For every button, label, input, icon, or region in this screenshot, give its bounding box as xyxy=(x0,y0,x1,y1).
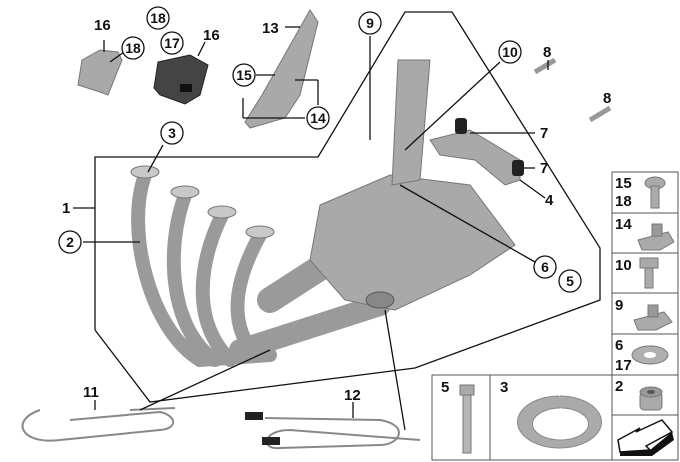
washer-icon xyxy=(631,345,669,365)
callout-7: 7 xyxy=(540,125,548,142)
callout-15: 15 xyxy=(236,67,252,83)
callout-8: 8 xyxy=(603,90,611,107)
callout-5: 5 xyxy=(566,273,574,289)
callout-6: 6 xyxy=(541,259,549,275)
callout-9: 9 xyxy=(366,15,374,31)
collar-nut-icon xyxy=(639,386,663,411)
clip-nut-icon xyxy=(633,304,673,331)
callout-3: 3 xyxy=(168,125,176,141)
callout-8: 8 xyxy=(543,44,551,61)
leader-lines xyxy=(73,26,549,431)
callout-10: 10 xyxy=(502,44,518,60)
callout-18: 18 xyxy=(125,40,141,56)
callout-12: 12 xyxy=(344,387,361,404)
stud-8a xyxy=(533,57,557,75)
panel-label-14: 14 xyxy=(615,216,632,233)
callout-1: 1 xyxy=(62,200,70,217)
panel-label-5: 5 xyxy=(441,379,449,396)
sensor-connector-12b xyxy=(262,437,280,445)
hex-bolt-icon xyxy=(639,257,659,289)
callout-7: 7 xyxy=(540,160,548,177)
link-pipe xyxy=(391,59,431,186)
assembly-frame xyxy=(94,11,601,403)
rubber-mount-7a xyxy=(455,118,467,134)
callout-4: 4 xyxy=(545,192,554,209)
panel-label-17: 17 xyxy=(615,357,632,374)
panel-label-18: 18 xyxy=(615,193,632,210)
callout-2: 2 xyxy=(66,234,74,250)
callout-18: 18 xyxy=(150,10,166,26)
screw-icon xyxy=(644,176,666,209)
callout-16: 16 xyxy=(203,27,220,44)
lambda-sensor-11 xyxy=(21,407,176,442)
callout-11: 11 xyxy=(83,384,99,401)
cover-slot xyxy=(180,84,192,92)
clip-nut-icon xyxy=(637,223,675,251)
callout-13: 13 xyxy=(262,20,279,37)
heat-shield-cover-16b xyxy=(153,54,209,105)
lambda-sensor-12 xyxy=(264,417,421,450)
rear-silencer xyxy=(309,174,516,311)
stud-8b xyxy=(588,105,612,123)
bracket-4 xyxy=(429,129,521,186)
heat-shield-13 xyxy=(244,9,319,129)
exhaust-header xyxy=(131,168,391,368)
direction-arrow-icon xyxy=(617,419,674,456)
callout-16: 16 xyxy=(94,17,111,34)
callout-17: 17 xyxy=(164,35,180,51)
heat-shield-cover-16a xyxy=(77,49,123,96)
rubber-mount-7b xyxy=(512,160,524,176)
panel-label-10: 10 xyxy=(615,257,632,274)
sensor-boss xyxy=(365,291,395,309)
bolt-icon xyxy=(459,384,475,454)
panel-label-15: 15 xyxy=(615,175,632,192)
sensor-connector-12 xyxy=(245,412,263,420)
callout-14: 14 xyxy=(310,110,326,126)
panel-label-9: 9 xyxy=(615,297,623,314)
panel-label-6: 6 xyxy=(615,337,623,354)
header-flanges xyxy=(130,165,275,239)
panel-label-3: 3 xyxy=(500,379,508,396)
gasket-ring-icon xyxy=(517,395,602,449)
panel-label-2: 2 xyxy=(615,378,623,395)
circled-callouts xyxy=(58,6,582,293)
